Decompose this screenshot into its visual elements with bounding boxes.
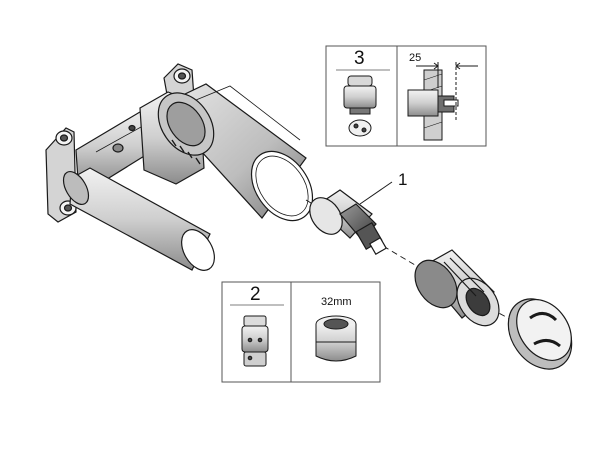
socket-wrench-icon [315,315,357,362]
callout-part-3: 3 [354,48,365,69]
detail-panel-2 [221,281,381,383]
cover-cap [507,298,573,370]
extension-tube-lower [62,167,215,271]
cartridge-part-1 [309,181,393,256]
cartridge-icon [343,75,377,137]
callout-part-2: 2 [250,284,261,305]
threaded-sleeve [414,249,500,327]
extension-tube-upper [157,83,314,222]
extension-piece-icon [241,315,269,367]
wall-section-icon [407,62,478,141]
detail-panel-3 [325,45,487,147]
callout-part-1: 1 [398,170,408,189]
dimension-wrench-size: 32mm [321,296,352,308]
dimension-wall-depth: 25 [409,52,422,64]
